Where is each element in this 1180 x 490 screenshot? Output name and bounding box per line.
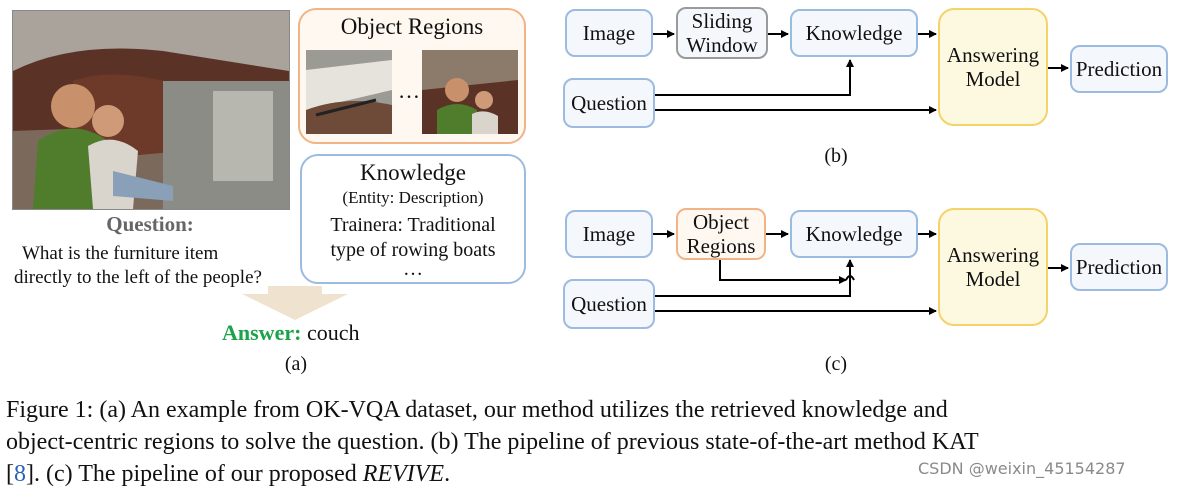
c-object-regions-node: Object Regions (676, 208, 766, 260)
arrow-c-question-to-knowledge (654, 259, 854, 297)
caption-line-2: object-centric regions to solve the ques… (6, 429, 979, 455)
caption-line-1: Figure 1: (a) An example from OK-VQA dat… (6, 397, 948, 423)
caption-line-3: [8]. (c) The pipeline of our proposed RE… (6, 458, 1176, 490)
region-thumbnail-1 (306, 50, 392, 134)
knowledge-entry-line-2: type of rowing boats (330, 239, 496, 261)
c-image-node: Image (565, 210, 653, 258)
b-image-node: Image (565, 9, 653, 57)
b-sliding-window-line-2: Window (686, 33, 758, 57)
b-knowledge-node: Knowledge (790, 9, 918, 57)
panel-b-label: (b) (824, 145, 848, 167)
b-sliding-window-line-1: Sliding (691, 9, 753, 33)
answer-value: couch (306, 320, 360, 345)
c-object-regions-line-2: Regions (686, 234, 756, 258)
question-label: Question: (106, 212, 194, 236)
question-text-line-2: directly to the left of the people? (14, 267, 262, 288)
answer-arrow-icon (242, 286, 348, 320)
c-question-node: Question (563, 279, 655, 329)
citation-link[interactable]: 8 (14, 461, 26, 487)
b-question-node: Question (563, 78, 655, 128)
panel-a-label: (a) (284, 353, 308, 375)
object-regions-title: Object Regions (340, 14, 484, 39)
answer-line: Answer: couch (222, 320, 422, 346)
c-object-regions-line-1: Object (693, 210, 749, 234)
answer-label: Answer: (222, 320, 302, 345)
c-answering-model-node: Answering Model (938, 208, 1048, 326)
object-regions-box: Object Regions … (298, 8, 526, 144)
b-answering-model-node: Answering Model (938, 8, 1048, 126)
knowledge-box: Knowledge (Entity: Description) Trainera… (300, 154, 526, 284)
panel-c-label: (c) (824, 353, 848, 375)
watermark: CSDN @weixin_45154287 (918, 459, 1126, 478)
figure-caption: Figure 1: (a) An example from OK-VQA dat… (6, 394, 1176, 490)
c-answering-model-line-2: Model (965, 267, 1021, 291)
question-text-line-1: What is the furniture item (22, 243, 219, 264)
b-prediction-node: Prediction (1070, 45, 1168, 93)
example-photo (12, 10, 290, 210)
caption-bracket-open: [ (6, 461, 14, 487)
region-ellipsis: … (398, 78, 420, 103)
example-photo-illustration (13, 11, 289, 209)
c-answering-model-line-1: Answering (946, 243, 1040, 267)
arrow-c-regions-to-model (719, 260, 847, 284)
c-knowledge-node: Knowledge (790, 210, 918, 258)
pipeline-arrows (652, 30, 1069, 315)
arrow-b-question-to-knowledge (654, 59, 854, 96)
b-answering-model-line-1: Answering (946, 43, 1040, 67)
c-prediction-node: Prediction (1070, 243, 1168, 291)
knowledge-box-subtitle: (Entity: Description) (342, 188, 484, 207)
caption-period: . (444, 461, 451, 487)
knowledge-box-title: Knowledge (359, 160, 467, 185)
b-answering-model-line-2: Model (965, 67, 1021, 91)
method-name: REVIVE (362, 461, 445, 487)
knowledge-entry-line-1: Trainera: Traditional (330, 214, 496, 236)
knowledge-ellipsis: … (403, 258, 423, 280)
b-sliding-window-node: Sliding Window (676, 7, 768, 59)
region-thumbnail-2 (422, 50, 518, 134)
panel-a: Object Regions … Knowledge (Entity: Desc (0, 0, 540, 380)
caption-text: ]. (c) The pipeline of our proposed (26, 461, 363, 487)
